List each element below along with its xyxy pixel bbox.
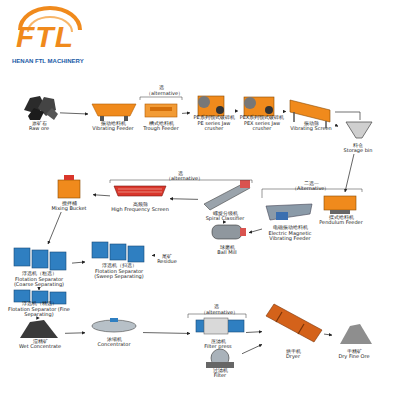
flow-arrow	[246, 331, 262, 333]
jaw-crusher-image	[198, 96, 224, 116]
machine-node: 槽式给料机Trough Feeder	[140, 98, 182, 132]
alternative-note: （Alternative）	[292, 185, 329, 191]
machine-node: 振动筛Vibrating Screen	[286, 92, 336, 132]
company-name: HENAN FTL MACHINERY	[12, 58, 84, 64]
machine-node: 浓缩机Concentrator	[85, 316, 143, 348]
flotation-cell-image	[14, 248, 66, 270]
english-label: Flotation Separator (Sweep Separating)	[85, 269, 153, 281]
vibrating-feeder-image	[92, 104, 136, 121]
english-label: Wet Concentrate	[19, 344, 61, 350]
english-label: Concentrator	[98, 342, 131, 348]
english-label: Filter press	[204, 344, 231, 350]
jaw-crusher-image	[244, 97, 274, 116]
machine-node: 浮选机（扫选）Flotation Separator (Sweep Separa…	[85, 238, 153, 280]
machine-node: PE系列颚式破碎机PE series Jaw crusher	[190, 90, 238, 132]
english-label: PEX series Jaw crusher	[238, 121, 286, 133]
raw-ore-image	[24, 96, 58, 120]
english-label: Vibrating Screen	[290, 126, 331, 132]
english-label: Mixing Bucket	[51, 206, 86, 212]
machine-node: 湿精矿Wet Concentrate	[15, 318, 65, 350]
dry-ore-image	[340, 324, 372, 344]
storage-bin-image	[346, 122, 372, 138]
flow-arrow	[143, 332, 190, 334]
machine-node: 电磁振动给料机Electric Magnetic Vibrating Feede…	[262, 200, 318, 242]
flow-arrow	[39, 288, 40, 290]
mixing-bucket-image	[58, 175, 80, 198]
flow-arrow	[324, 334, 332, 335]
ball-mill-image	[212, 225, 246, 239]
machine-node: 摆式给料机Pendulum Feeder	[316, 192, 366, 226]
machine-node: 过滤机Filter	[198, 349, 242, 379]
machine-node: 原矿石Raw ore	[18, 92, 60, 132]
english-label: Residue	[157, 259, 177, 265]
english-label: Flotation Separator (Coarse Separating)	[6, 277, 72, 289]
logo-text: FTL	[16, 20, 74, 54]
flow-arrow	[182, 112, 190, 114]
english-label: Ball Mill	[217, 250, 236, 256]
machine-node: 高频筛High Frequency Screen	[110, 183, 170, 213]
high-frequency-screen-image	[114, 186, 166, 196]
machine-node: 球磨机Ball Mill	[205, 222, 249, 256]
electric-feeder-image	[266, 204, 312, 220]
english-label: Vibrating Feeder	[92, 126, 133, 132]
flow-arrow	[336, 125, 338, 126]
concentrator-image	[92, 318, 136, 332]
spiral-classifier-image	[204, 180, 250, 210]
alternative-note: （alternative）	[201, 309, 238, 315]
english-label: Spiral Classifier	[206, 216, 245, 222]
alternative-note: （alternative）	[146, 90, 183, 96]
machine-node: 搅拌桶Mixing Bucket	[45, 174, 93, 212]
flow-arrow	[152, 255, 153, 256]
flow-arrow	[93, 195, 110, 196]
machine-node: 浮选机（精选）Flotation Separator (Fine Separat…	[6, 290, 72, 318]
english-label: Dryer	[286, 354, 300, 360]
dryer-image	[266, 304, 322, 342]
alternative-bracket	[140, 97, 182, 100]
english-label: Raw ore	[29, 126, 49, 132]
flotation-cell-image	[92, 242, 144, 262]
alternative-note: 选	[214, 303, 219, 309]
english-label: Electric Magnetic Vibrating Feeder	[262, 231, 318, 243]
machine-node: PEX系列颚式破碎机PEX series Jaw crusher	[238, 90, 286, 132]
flow-arrow	[72, 262, 85, 263]
english-label: Dry Fine Ore	[338, 354, 369, 360]
alternative-note: （alternative）	[166, 175, 203, 181]
flow-arrow	[170, 198, 198, 200]
machine-node: 烘干机Dryer	[262, 300, 324, 360]
pendulum-feeder-image	[324, 196, 356, 214]
flow-arrow	[345, 154, 354, 192]
alternative-note: 选	[159, 84, 164, 90]
english-label: Pendulum Feeder	[319, 220, 363, 226]
machine-node: 振动给料机Vibrating Feeder	[88, 98, 138, 132]
vibrating-screen-image	[290, 100, 330, 128]
english-label: Trough Feeder	[143, 126, 179, 132]
english-label: High Frequency Screen	[111, 207, 169, 213]
machine-node: 干精矿Dry Fine Ore	[332, 316, 376, 360]
english-label: Filter	[214, 373, 226, 379]
flow-arrow	[60, 113, 88, 114]
machine-node: 压滤机Filter press	[190, 318, 246, 350]
flow-arrow	[48, 212, 61, 244]
english-label: Storage bin	[344, 148, 373, 154]
machine-node: 尾矿Residue	[152, 243, 182, 265]
machine-node: 浮选机（粗选）Flotation Separator (Coarse Separ…	[6, 244, 72, 288]
machine-node: 螺旋分级机Spiral Classifier	[198, 178, 252, 222]
flow-arrow	[65, 332, 85, 334]
machine-node: 料仓Storage bin	[338, 120, 378, 154]
english-label: PE series Jaw crusher	[190, 121, 238, 133]
trough-feeder-image	[145, 104, 177, 117]
flow-line	[335, 112, 360, 120]
english-label: Flotation Separator (Fine Separating)	[6, 307, 72, 319]
flow-arrow	[249, 229, 262, 233]
flow-arrow	[242, 344, 262, 353]
filter-press-image	[196, 318, 244, 334]
filter-image	[206, 349, 234, 368]
wet-concentrate-image	[20, 320, 58, 338]
